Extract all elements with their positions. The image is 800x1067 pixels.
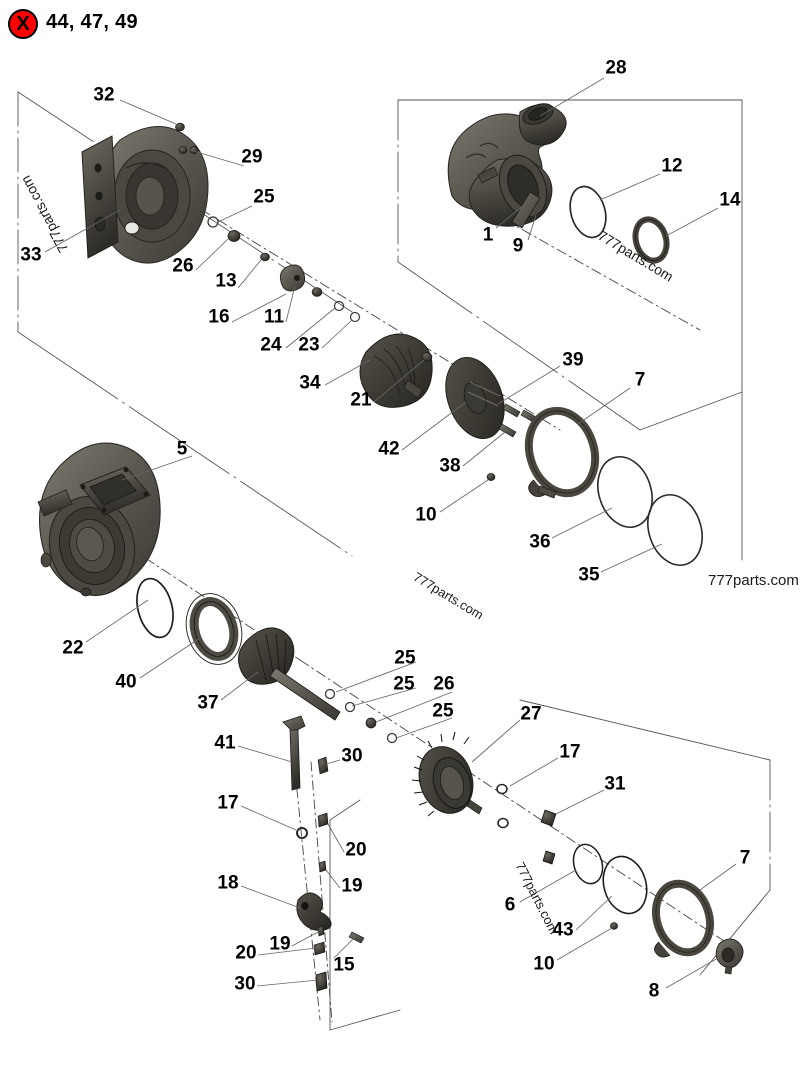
- parts-bottom-link: [313, 925, 365, 992]
- callout-22[interactable]: 22: [62, 637, 84, 659]
- callout-25[interactable]: 25: [393, 673, 415, 695]
- watermark-777parts: 777parts.com: [708, 572, 799, 589]
- callout-7[interactable]: 7: [634, 369, 646, 391]
- callout-27[interactable]: 27: [520, 703, 542, 725]
- part-oring-36: [597, 456, 653, 528]
- callout-9[interactable]: 9: [512, 235, 524, 257]
- callout-26[interactable]: 26: [172, 255, 194, 277]
- screws-38: [498, 403, 537, 438]
- part-oring-35: [647, 494, 703, 566]
- callout-1[interactable]: 1: [482, 224, 494, 246]
- callout-34[interactable]: 34: [299, 372, 321, 394]
- part-lever-18: [296, 892, 332, 931]
- leader-lines: [44, 77, 737, 989]
- callout-17[interactable]: 17: [217, 792, 239, 814]
- callout-15[interactable]: 15: [333, 954, 355, 976]
- parts-lower-axis-small: [324, 688, 398, 744]
- frame-lower-center: [329, 799, 401, 1031]
- part-gasket-40: [185, 593, 243, 665]
- part-wastegate-rod-41: [282, 715, 306, 791]
- callout-43[interactable]: 43: [552, 919, 574, 941]
- part-vband-clamp-7b: [652, 879, 714, 958]
- callout-10[interactable]: 10: [415, 504, 437, 526]
- part-nut-8: [715, 938, 744, 975]
- callout-19[interactable]: 19: [269, 933, 291, 955]
- callout-11[interactable]: 11: [263, 306, 285, 328]
- parts-link-small: [296, 756, 329, 873]
- part-oring-6: [572, 843, 604, 885]
- part-bolt-10b: [610, 922, 618, 930]
- part-turbine-disc-42: [445, 356, 537, 481]
- callout-30[interactable]: 30: [341, 745, 363, 767]
- callout-12[interactable]: 12: [661, 155, 683, 177]
- callout-31[interactable]: 31: [604, 773, 626, 795]
- callout-29[interactable]: 29: [241, 146, 263, 168]
- axis-line-link-vertical: [294, 761, 333, 1023]
- callout-36[interactable]: 36: [529, 531, 551, 553]
- part-dowel-1-9: [511, 191, 541, 229]
- parts-right-axis-small: [496, 783, 557, 865]
- callout-23[interactable]: 23: [298, 334, 320, 356]
- callout-17[interactable]: 17: [559, 741, 581, 763]
- callout-18[interactable]: 18: [217, 872, 239, 894]
- part-snapring-14: [632, 216, 670, 264]
- callout-37[interactable]: 37: [197, 692, 219, 714]
- part-compressor-housing-5: [37, 442, 161, 597]
- part-oring-43: [602, 855, 648, 915]
- header-part-list: 44, 47, 49: [46, 11, 138, 33]
- part-oring-22: [136, 577, 174, 639]
- part-nozzle-ring-27: [411, 731, 483, 817]
- callout-20[interactable]: 20: [345, 839, 367, 861]
- callout-35[interactable]: 35: [578, 564, 600, 586]
- part-compressor-wheel-21: [359, 333, 433, 408]
- part-bearing-housing-33: [81, 126, 209, 264]
- parts-upper-axis: [207, 216, 361, 323]
- axis-line-lower: [299, 659, 746, 956]
- callout-38[interactable]: 38: [439, 455, 461, 477]
- part-ring-12: [569, 185, 607, 239]
- x-mark-icon: X: [8, 9, 38, 39]
- callout-8[interactable]: 8: [648, 980, 660, 1002]
- part-turbine-housing-28: [447, 103, 567, 227]
- callout-42[interactable]: 42: [378, 438, 400, 460]
- callout-16[interactable]: 16: [208, 306, 230, 328]
- callout-10[interactable]: 10: [533, 953, 555, 975]
- callout-20[interactable]: 20: [235, 942, 257, 964]
- callout-41[interactable]: 41: [214, 732, 236, 754]
- callout-7[interactable]: 7: [739, 847, 751, 869]
- callout-28[interactable]: 28: [605, 57, 627, 79]
- callout-25[interactable]: 25: [432, 700, 454, 722]
- callout-5[interactable]: 5: [176, 438, 188, 460]
- callout-26[interactable]: 26: [433, 673, 455, 695]
- callout-25[interactable]: 25: [253, 186, 275, 208]
- callout-25[interactable]: 25: [394, 647, 416, 669]
- callout-39[interactable]: 39: [562, 349, 584, 371]
- callout-14[interactable]: 14: [719, 189, 741, 211]
- callout-13[interactable]: 13: [215, 270, 237, 292]
- part-turbine-shaft-37: [238, 627, 341, 721]
- frame-lower-right: [519, 699, 771, 976]
- callout-19[interactable]: 19: [341, 875, 363, 897]
- frame-upper-right: [397, 99, 743, 431]
- callout-33[interactable]: 33: [20, 244, 42, 266]
- callout-21[interactable]: 21: [350, 389, 372, 411]
- callout-6[interactable]: 6: [504, 894, 516, 916]
- callout-30[interactable]: 30: [234, 973, 256, 995]
- callout-24[interactable]: 24: [260, 334, 282, 356]
- callout-40[interactable]: 40: [115, 671, 137, 693]
- part-vband-clamp-7: [524, 406, 600, 499]
- frame-right-block: [639, 391, 743, 561]
- callout-32[interactable]: 32: [93, 84, 115, 106]
- diagram-header: X 44, 47, 49: [0, 0, 800, 44]
